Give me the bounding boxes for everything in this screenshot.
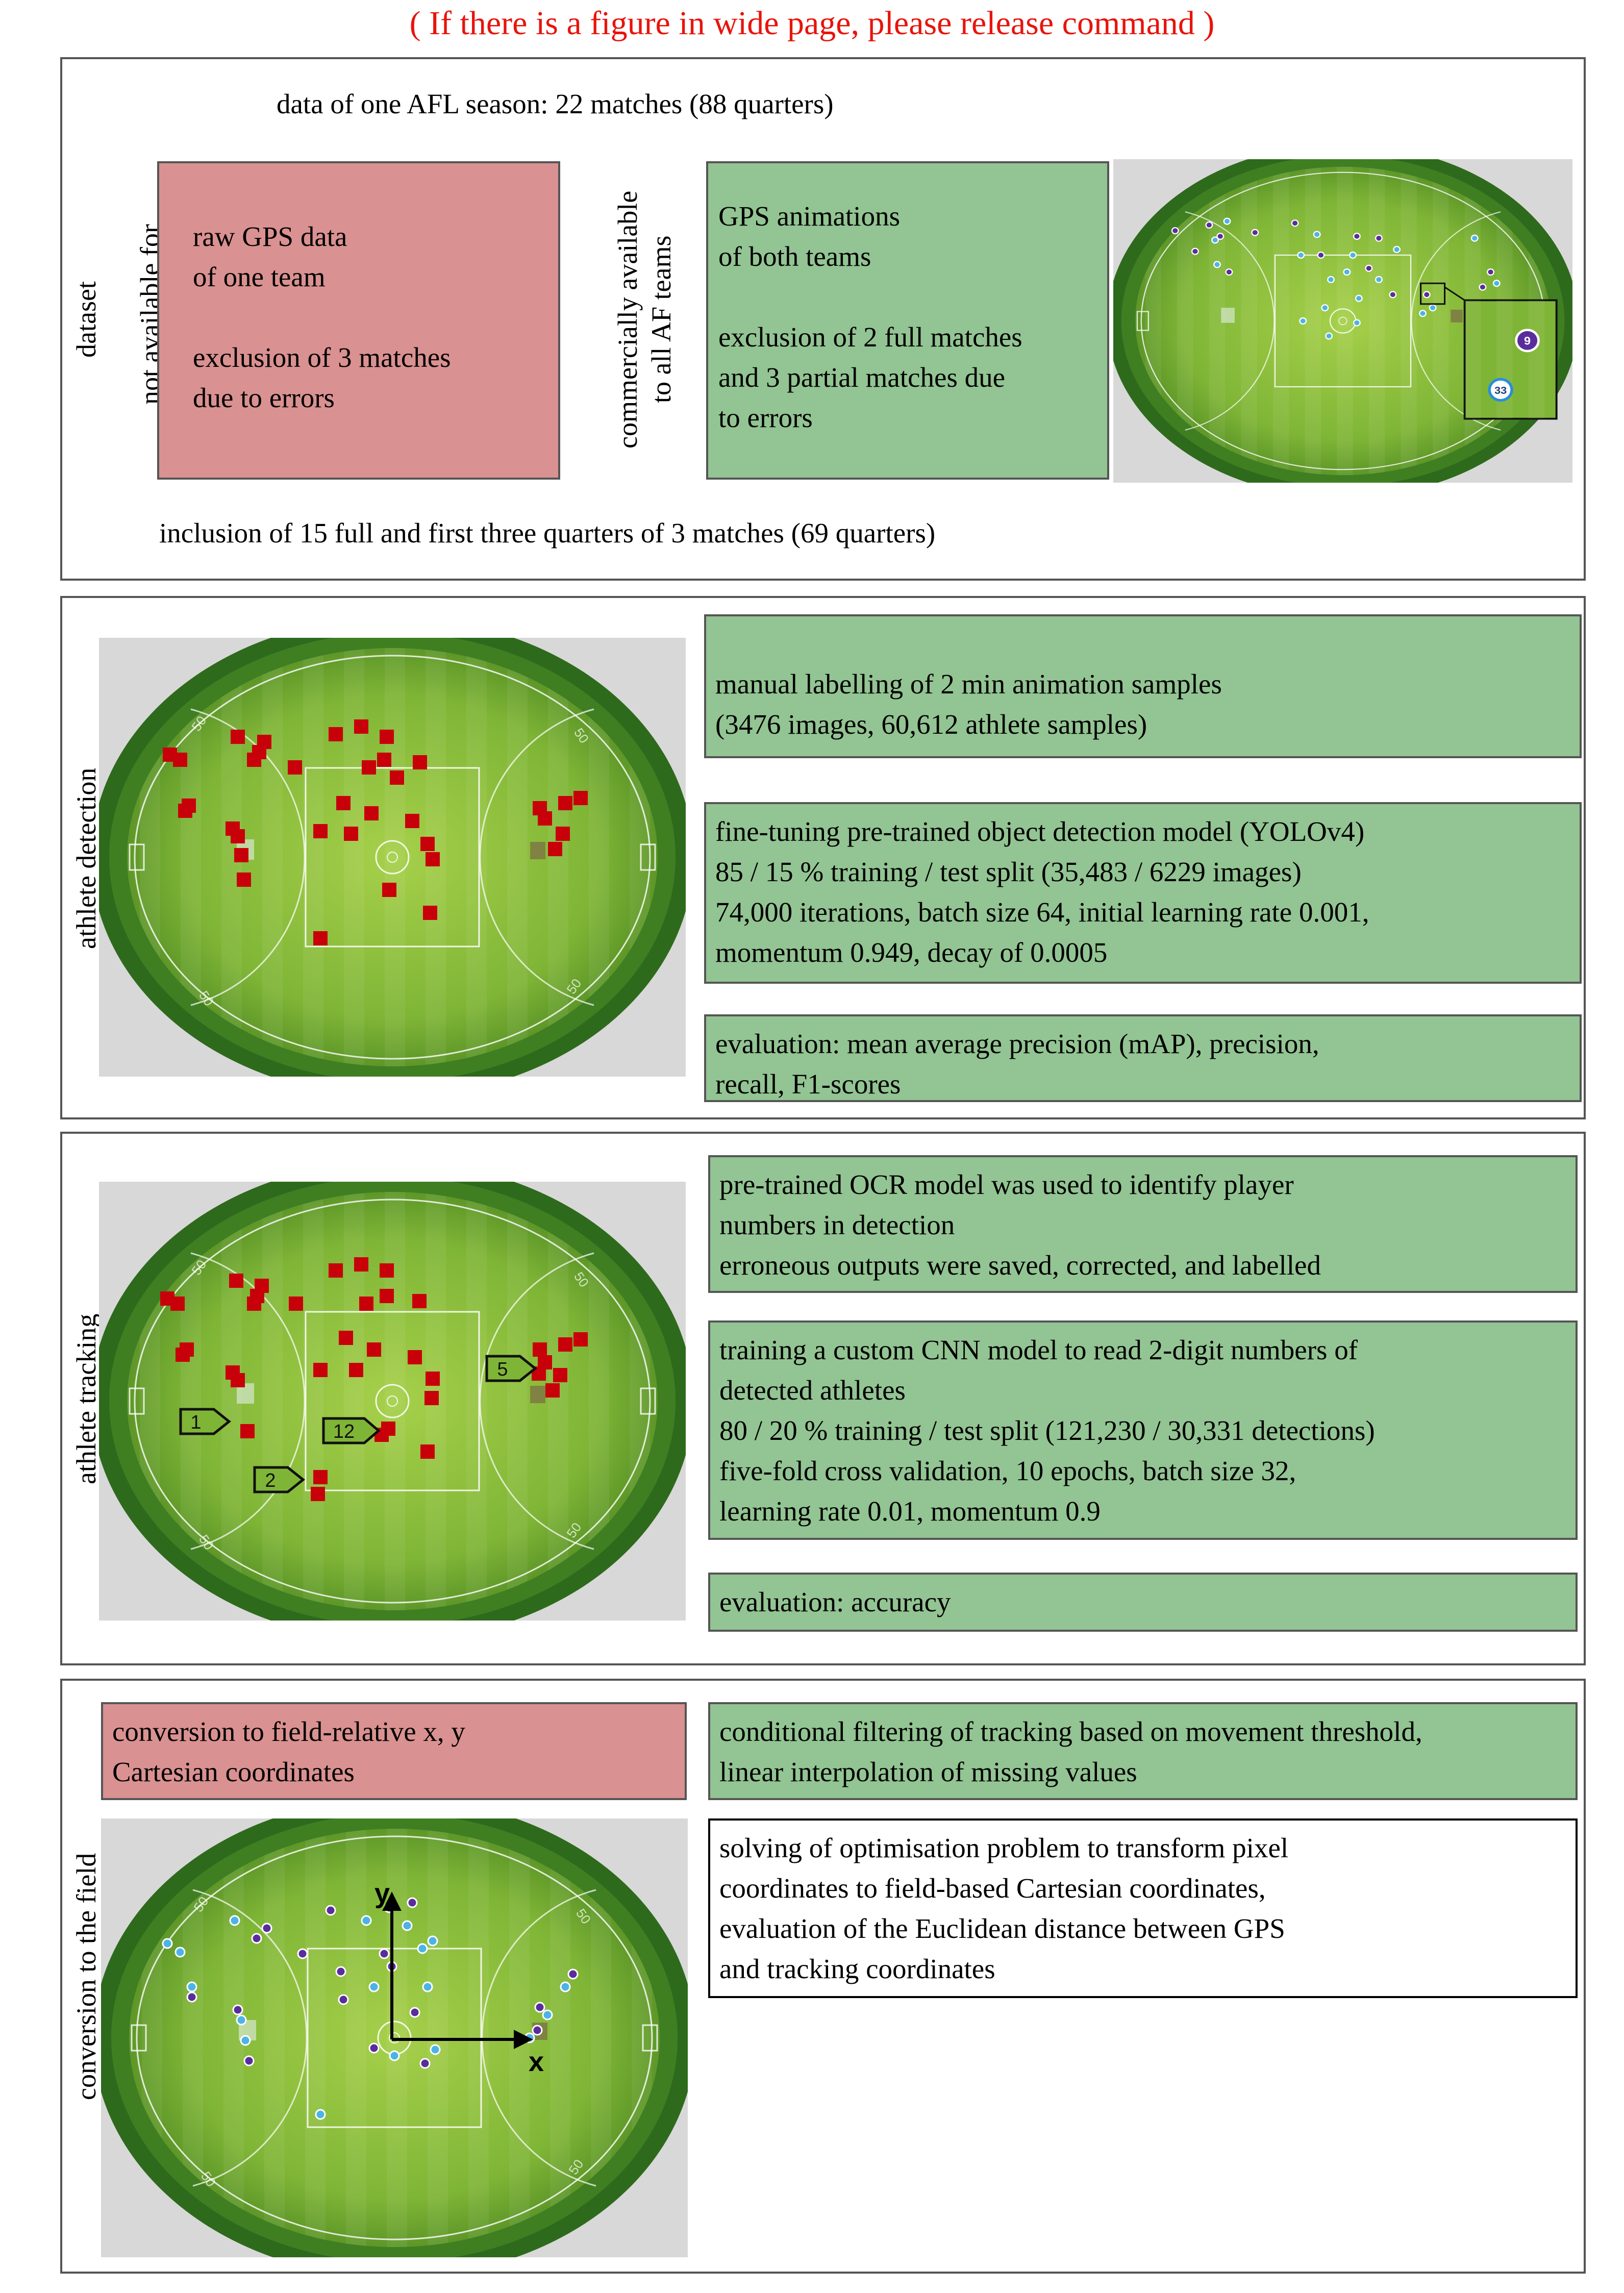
conversion-player-markers bbox=[162, 1897, 579, 2120]
optimisation-box: solving of optimisation problem to trans… bbox=[708, 1818, 1578, 1998]
dataset-bottom-text: inclusion of 15 full and first three qua… bbox=[159, 517, 936, 549]
axis-y-label: y bbox=[374, 1878, 390, 1909]
zoom-number-9: 9 bbox=[1524, 334, 1531, 347]
detection-markers bbox=[163, 719, 588, 945]
coordinate-conversion-box: conversion to field-relative x, y Cartes… bbox=[101, 1702, 687, 1800]
gps-animation-box: GPS animations of both teams exclusion o… bbox=[706, 161, 1109, 480]
manual-labelling-text: manual labelling of 2 min animation samp… bbox=[715, 668, 1222, 740]
tracking-evaluation-box: evaluation: accuracy bbox=[708, 1573, 1578, 1632]
tag-number-12: 12 bbox=[333, 1421, 355, 1442]
detection-evaluation-box: evaluation: mean average precision (mAP)… bbox=[704, 1014, 1582, 1102]
filtering-box: conditional filtering of tracking based … bbox=[708, 1702, 1578, 1800]
manual-labelling-box: manual labelling of 2 min animation samp… bbox=[704, 614, 1582, 831]
tracking-tags bbox=[179, 1355, 538, 1493]
notice-banner: ( If there is a figure in wide page, ple… bbox=[409, 5, 1215, 42]
yolo-finetuning-box: fine-tuning pre-trained object detection… bbox=[704, 802, 1582, 984]
tag-number-1: 1 bbox=[190, 1412, 201, 1433]
raw-gps-box: raw GPS data of one team exclusion of 3 … bbox=[157, 161, 560, 480]
conversion-label: conversion to the field bbox=[71, 1853, 102, 2101]
zoom-number-33: 33 bbox=[1494, 385, 1507, 396]
conversion-section: conversion to the field conversion to fi… bbox=[60, 1679, 1586, 2274]
tag-number-5: 5 bbox=[497, 1359, 508, 1380]
gps-animation-field-image: 9 33 bbox=[1113, 159, 1572, 483]
axis-x-label: x bbox=[529, 2047, 544, 2077]
axis-arrows bbox=[382, 1891, 533, 2049]
ocr-model-box: pre-trained OCR model was used to identi… bbox=[708, 1155, 1578, 1293]
dataset-top-text: data of one AFL season: 22 matches (88 q… bbox=[277, 88, 834, 119]
dataset-label: dataset bbox=[71, 281, 102, 358]
cnn-model-box: training a custom CNN model to read 2-di… bbox=[708, 1320, 1578, 1540]
commercial-note: commercially available to all AF teams bbox=[612, 190, 677, 448]
detection-section: athlete detection bbox=[60, 596, 1586, 1119]
tracking-markers bbox=[160, 1257, 588, 1501]
tracking-section: athlete tracking bbox=[60, 1132, 1586, 1665]
tag-number-2: 2 bbox=[265, 1470, 276, 1491]
dataset-section: dataset data of one AFL season: 22 match… bbox=[60, 57, 1586, 581]
